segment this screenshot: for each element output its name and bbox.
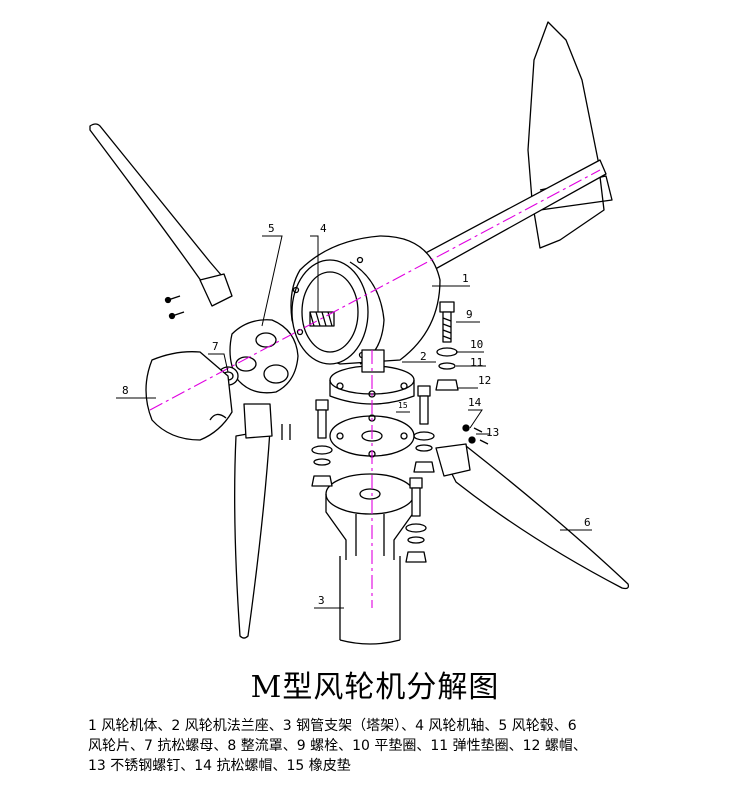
legend-line: 风轮片、7 抗松螺母、8 整流罩、9 螺栓、10 平垫圈、11 弹性垫圈、12 … (88, 738, 587, 754)
tower-pipe (339, 556, 401, 645)
tower-flange (325, 473, 415, 560)
callout-10: 10 (470, 338, 483, 351)
callout-15: 15 (398, 401, 408, 410)
turbine-body (290, 235, 441, 365)
callout-1: 1 (462, 272, 469, 285)
callout-2: 2 (420, 350, 427, 363)
callout-3: 3 (318, 594, 325, 607)
centerlines (149, 169, 601, 608)
parts-legend: 1 风轮机体、2 风轮机法兰座、3 钢管支架（塔架）、4 风轮机轴、5 风轮毂、… (88, 716, 728, 776)
callout-8: 8 (122, 384, 129, 397)
nose-cone (145, 351, 233, 441)
callout-9: 9 (466, 308, 473, 321)
diagram-title: M型风轮机分解图 (250, 670, 500, 705)
washers-nuts (311, 347, 459, 563)
tail-vane (527, 21, 613, 249)
leader-lines (116, 235, 592, 609)
callout-labels: 1 2 3 4 5 6 7 8 9 10 11 12 13 14 15 (122, 222, 591, 607)
legend-line: 13 不锈钢螺钉、14 抗松螺帽、15 橡皮垫 (88, 758, 351, 774)
small-screws (164, 295, 489, 445)
callout-12: 12 (478, 374, 491, 387)
legend-line: 1 风轮机体、2 风轮机法兰座、3 钢管支架（塔架）、4 风轮机轴、5 风轮毂、… (88, 718, 577, 734)
callout-5: 5 (268, 222, 275, 235)
blade-right (435, 443, 630, 590)
callout-14: 14 (468, 396, 482, 409)
bolt-set (315, 301, 455, 517)
callout-7: 7 (212, 340, 219, 353)
callout-6: 6 (584, 516, 591, 529)
callout-13: 13 (486, 426, 499, 439)
callout-4: 4 (320, 222, 327, 235)
rotor-hub (229, 319, 299, 394)
blade-upper-left (89, 123, 233, 307)
exploded-diagram: 1 2 3 4 5 6 7 8 9 10 11 12 13 14 15 (89, 21, 630, 645)
callout-11: 11 (470, 356, 483, 369)
blade-lower (234, 403, 273, 639)
